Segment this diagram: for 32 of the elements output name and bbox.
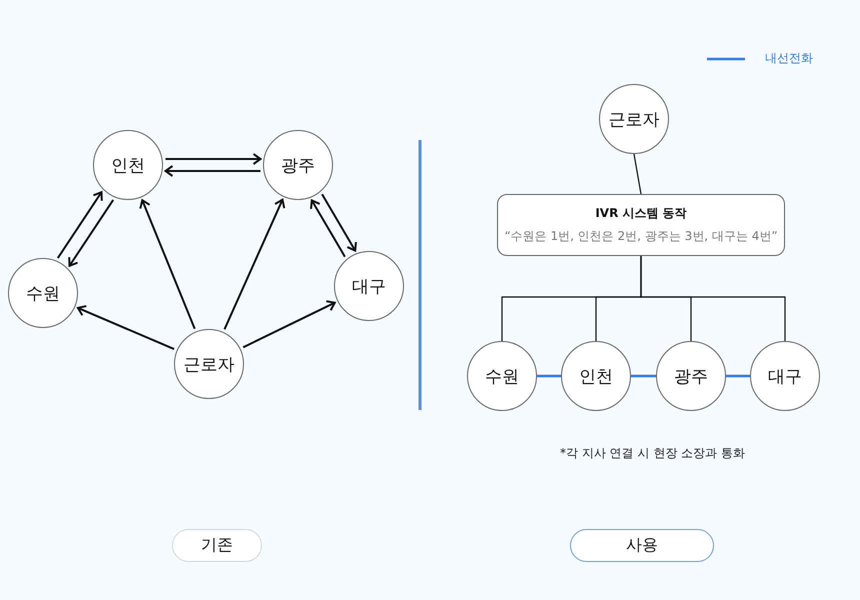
arrow <box>224 198 286 330</box>
arrow <box>166 153 262 165</box>
connector-line <box>631 374 656 378</box>
arrow <box>56 191 103 259</box>
caption-pill: 기존 <box>172 528 262 562</box>
location-circle: 근로자 <box>599 84 669 154</box>
arrow <box>76 305 174 350</box>
box-heading: IVR 시스템 동작 <box>595 205 687 222</box>
connector-line <box>640 256 786 341</box>
legend-label: 내선전화 <box>765 50 813 67</box>
location-circle: 근로자 <box>174 329 244 399</box>
location-circle: 대구 <box>334 251 404 321</box>
arrow <box>242 300 336 348</box>
system-box <box>497 194 785 256</box>
location-circle: 광주 <box>263 130 333 200</box>
connector-line <box>633 154 642 194</box>
arrow <box>310 199 346 258</box>
connector-line <box>537 374 561 378</box>
location-circle: 대구 <box>750 341 820 411</box>
arrow <box>321 194 357 252</box>
arrow <box>68 199 114 267</box>
location-circle: 인천 <box>93 130 163 200</box>
caption-pill: 사용 <box>570 528 714 562</box>
location-circle: 수원 <box>8 258 78 328</box>
footnote: *각 지사 연결 시 현장 소장과 통화 <box>560 445 745 462</box>
location-circle: 광주 <box>656 341 726 411</box>
connector-line <box>726 374 750 378</box>
arrow <box>139 199 196 330</box>
location-circle: 수원 <box>467 341 537 411</box>
box-quote: “수원은 1번, 인천은 2번, 광주는 3번, 대구는 4번” <box>504 228 778 245</box>
location-circle: 인천 <box>561 341 631 411</box>
arrow <box>164 165 260 177</box>
